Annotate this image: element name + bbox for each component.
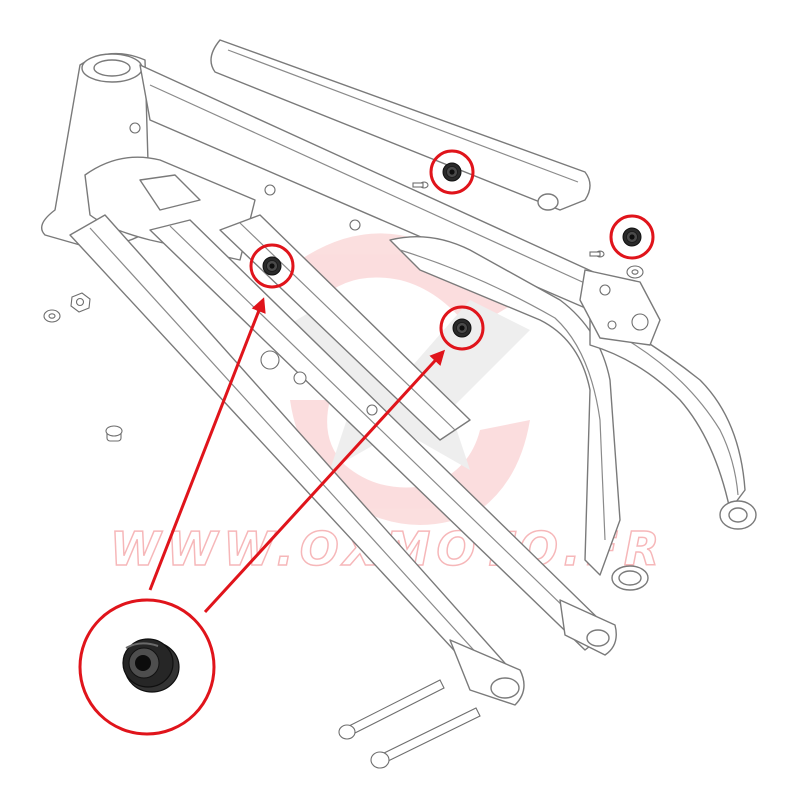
rear-pipe-end xyxy=(611,565,649,591)
bushing-1 xyxy=(442,162,462,182)
nut-1 xyxy=(70,292,91,313)
bushing-2 xyxy=(622,227,642,247)
rear-shock-eye xyxy=(719,500,757,530)
rear-subframe xyxy=(389,236,621,576)
callout-circle-2 xyxy=(609,214,655,260)
lower-cradle-right xyxy=(559,599,617,656)
rubber-bushing-icon xyxy=(122,638,180,693)
upper-rail xyxy=(210,39,591,211)
screw-2 xyxy=(589,250,605,258)
lower-cradle-left xyxy=(449,639,525,706)
callout-circle-3 xyxy=(249,243,295,289)
washer-2 xyxy=(626,265,644,279)
bolt-head-1 xyxy=(105,425,123,442)
long-bolt-1 xyxy=(338,679,445,740)
bushing-4 xyxy=(452,318,472,338)
arrow-up-right-icon xyxy=(148,297,266,591)
screw-1 xyxy=(412,181,429,189)
loose-hardware xyxy=(43,181,644,769)
washer-1 xyxy=(43,309,61,323)
rear-loop xyxy=(589,309,746,511)
long-bolt-2 xyxy=(370,707,481,769)
callout-arrows xyxy=(148,297,446,614)
arrow-up-right-icon xyxy=(203,349,446,614)
callout-circle-4 xyxy=(439,305,485,351)
callout-circles xyxy=(249,149,655,351)
rear-mount-plate xyxy=(579,269,661,346)
callout-circle-1 xyxy=(429,149,475,195)
bushing-3 xyxy=(262,256,282,276)
inset-callout xyxy=(78,598,216,736)
